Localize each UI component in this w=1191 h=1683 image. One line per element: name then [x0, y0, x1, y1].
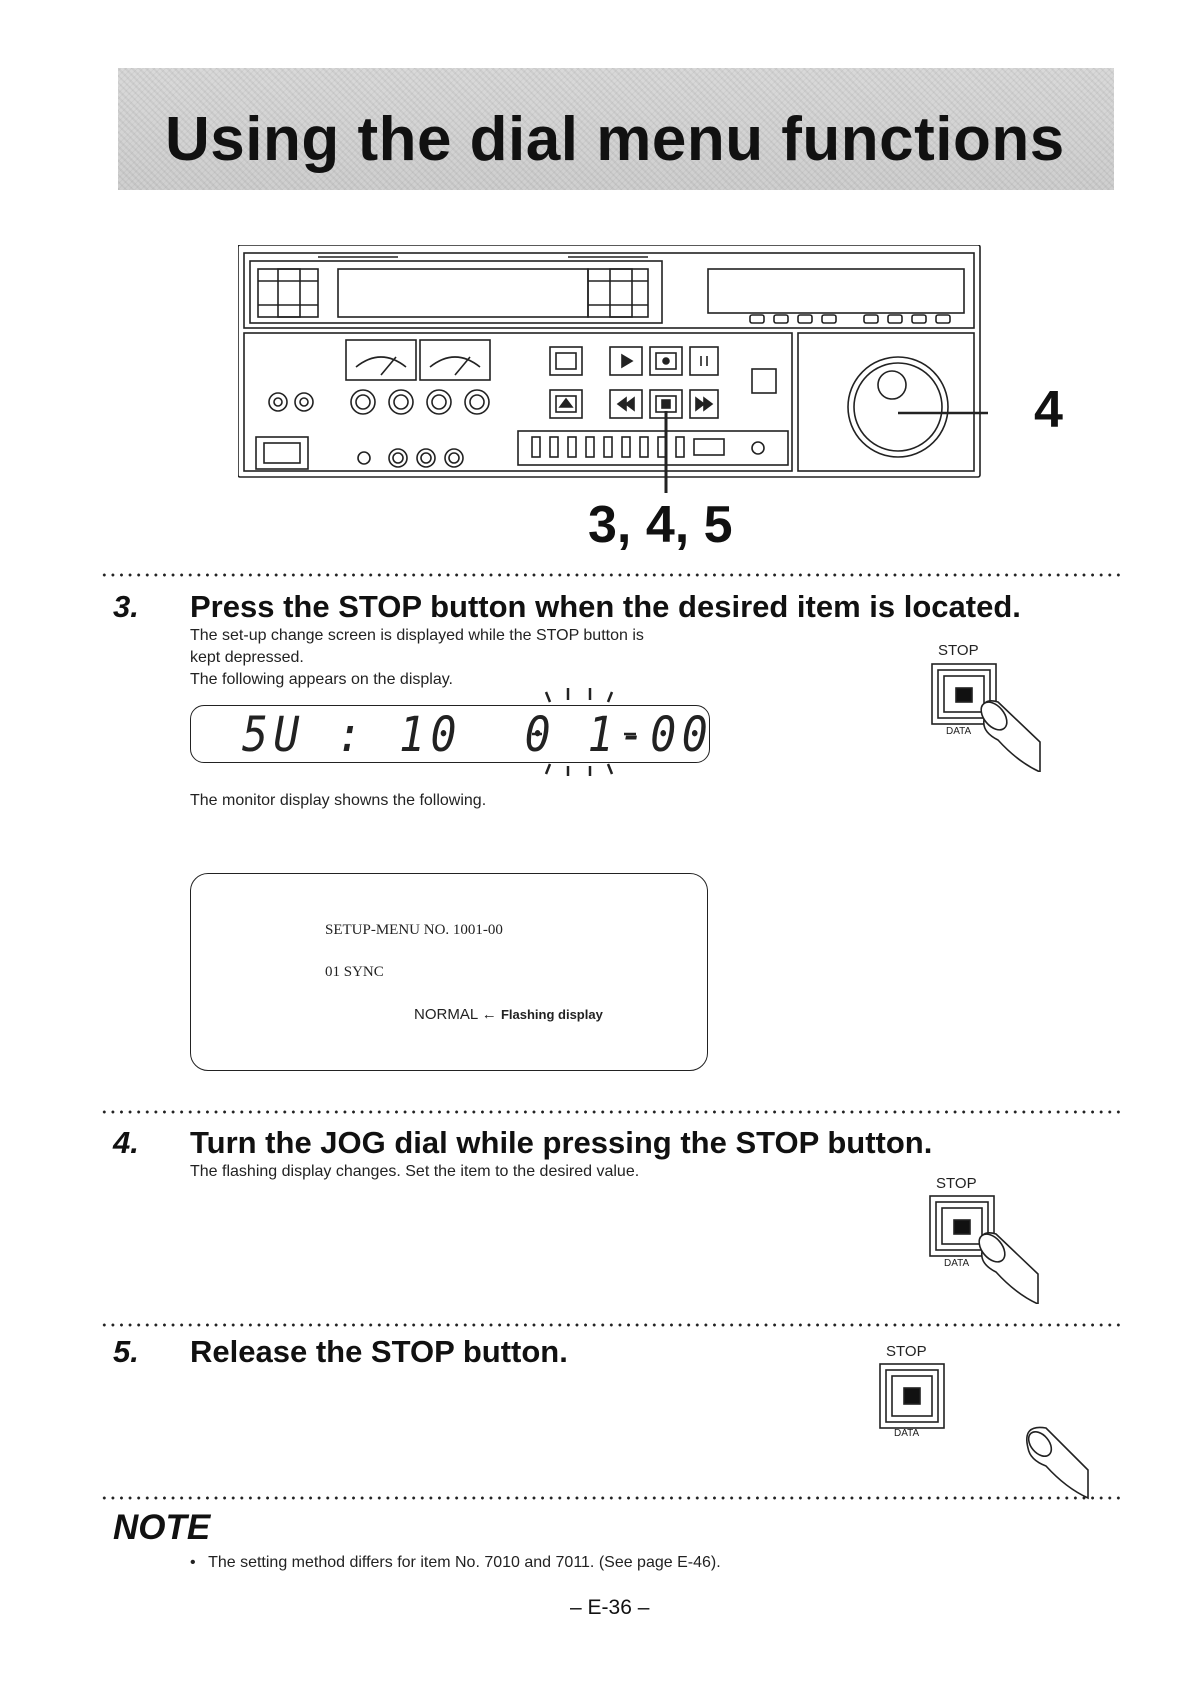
divider [100, 1110, 1124, 1114]
step-3-body: The set-up change screen is displayed wh… [190, 625, 644, 691]
stop-button-label: STOP [938, 642, 979, 659]
data-label: DATA [944, 1258, 970, 1269]
step-3-number: 3. [113, 589, 139, 624]
divider [100, 573, 1124, 577]
note-text: The setting method differs for item No. … [208, 1554, 721, 1571]
flashing-display-note: Flashing display [500, 1007, 603, 1022]
monitor-display [190, 873, 708, 1071]
divider [100, 1496, 1124, 1500]
monitor-line-setup-menu: SETUP-MENU NO. 1001-00 [325, 922, 503, 938]
bullet: • [190, 1554, 196, 1571]
step-4-body: The flashing display changes. Set the it… [190, 1163, 640, 1180]
stop-button-press-icon [931, 663, 1041, 772]
lcd-display-text: 5U : 10 0 1-00 [242, 707, 714, 763]
monitor-line-sync: 01 SYNC [325, 964, 384, 980]
title-band [118, 68, 1114, 190]
left-arrow-icon: ← [481, 1006, 497, 1023]
monitor-line-value: NORMAL ← Flashing display [414, 1006, 603, 1023]
stop-button-label: STOP [936, 1175, 977, 1192]
step-3-body-line: The following appears on the display. [190, 671, 453, 688]
flashing-indicator-icon [532, 688, 636, 776]
step-4-number: 4. [113, 1125, 139, 1160]
monitor-intro-text: The monitor display showns the following… [190, 792, 487, 809]
divider [100, 1323, 1124, 1327]
stop-button-label: STOP [886, 1343, 927, 1360]
data-label: DATA [894, 1428, 920, 1439]
data-label: DATA [946, 726, 972, 737]
page-title: Using the dial menu functions [165, 105, 1065, 174]
lcd-display [190, 705, 710, 763]
callout-label-jog: 4 [1034, 381, 1063, 439]
step-4-heading: Turn the JOG dial while pressing the STO… [190, 1125, 933, 1160]
stop-button-icon [879, 1363, 945, 1429]
vtr-front-panel-illustration [238, 245, 988, 493]
step-3-body-line: kept depressed. [190, 649, 304, 666]
callout-label-stop: 3, 4, 5 [588, 496, 733, 554]
note-title: NOTE [113, 1508, 211, 1547]
page-number: – E-36 – [570, 1596, 650, 1619]
note-item: • The setting method differs for item No… [190, 1552, 721, 1574]
finger-released-icon [1026, 1426, 1089, 1500]
monitor-value-text: NORMAL [414, 1006, 478, 1023]
step-5-number: 5. [113, 1334, 139, 1369]
stop-button-press-icon [929, 1195, 1039, 1304]
step-3-body-line: The set-up change screen is displayed wh… [190, 627, 644, 644]
step-3-heading: Press the STOP button when the desired i… [190, 589, 1021, 624]
step-5-heading: Release the STOP button. [190, 1334, 568, 1369]
